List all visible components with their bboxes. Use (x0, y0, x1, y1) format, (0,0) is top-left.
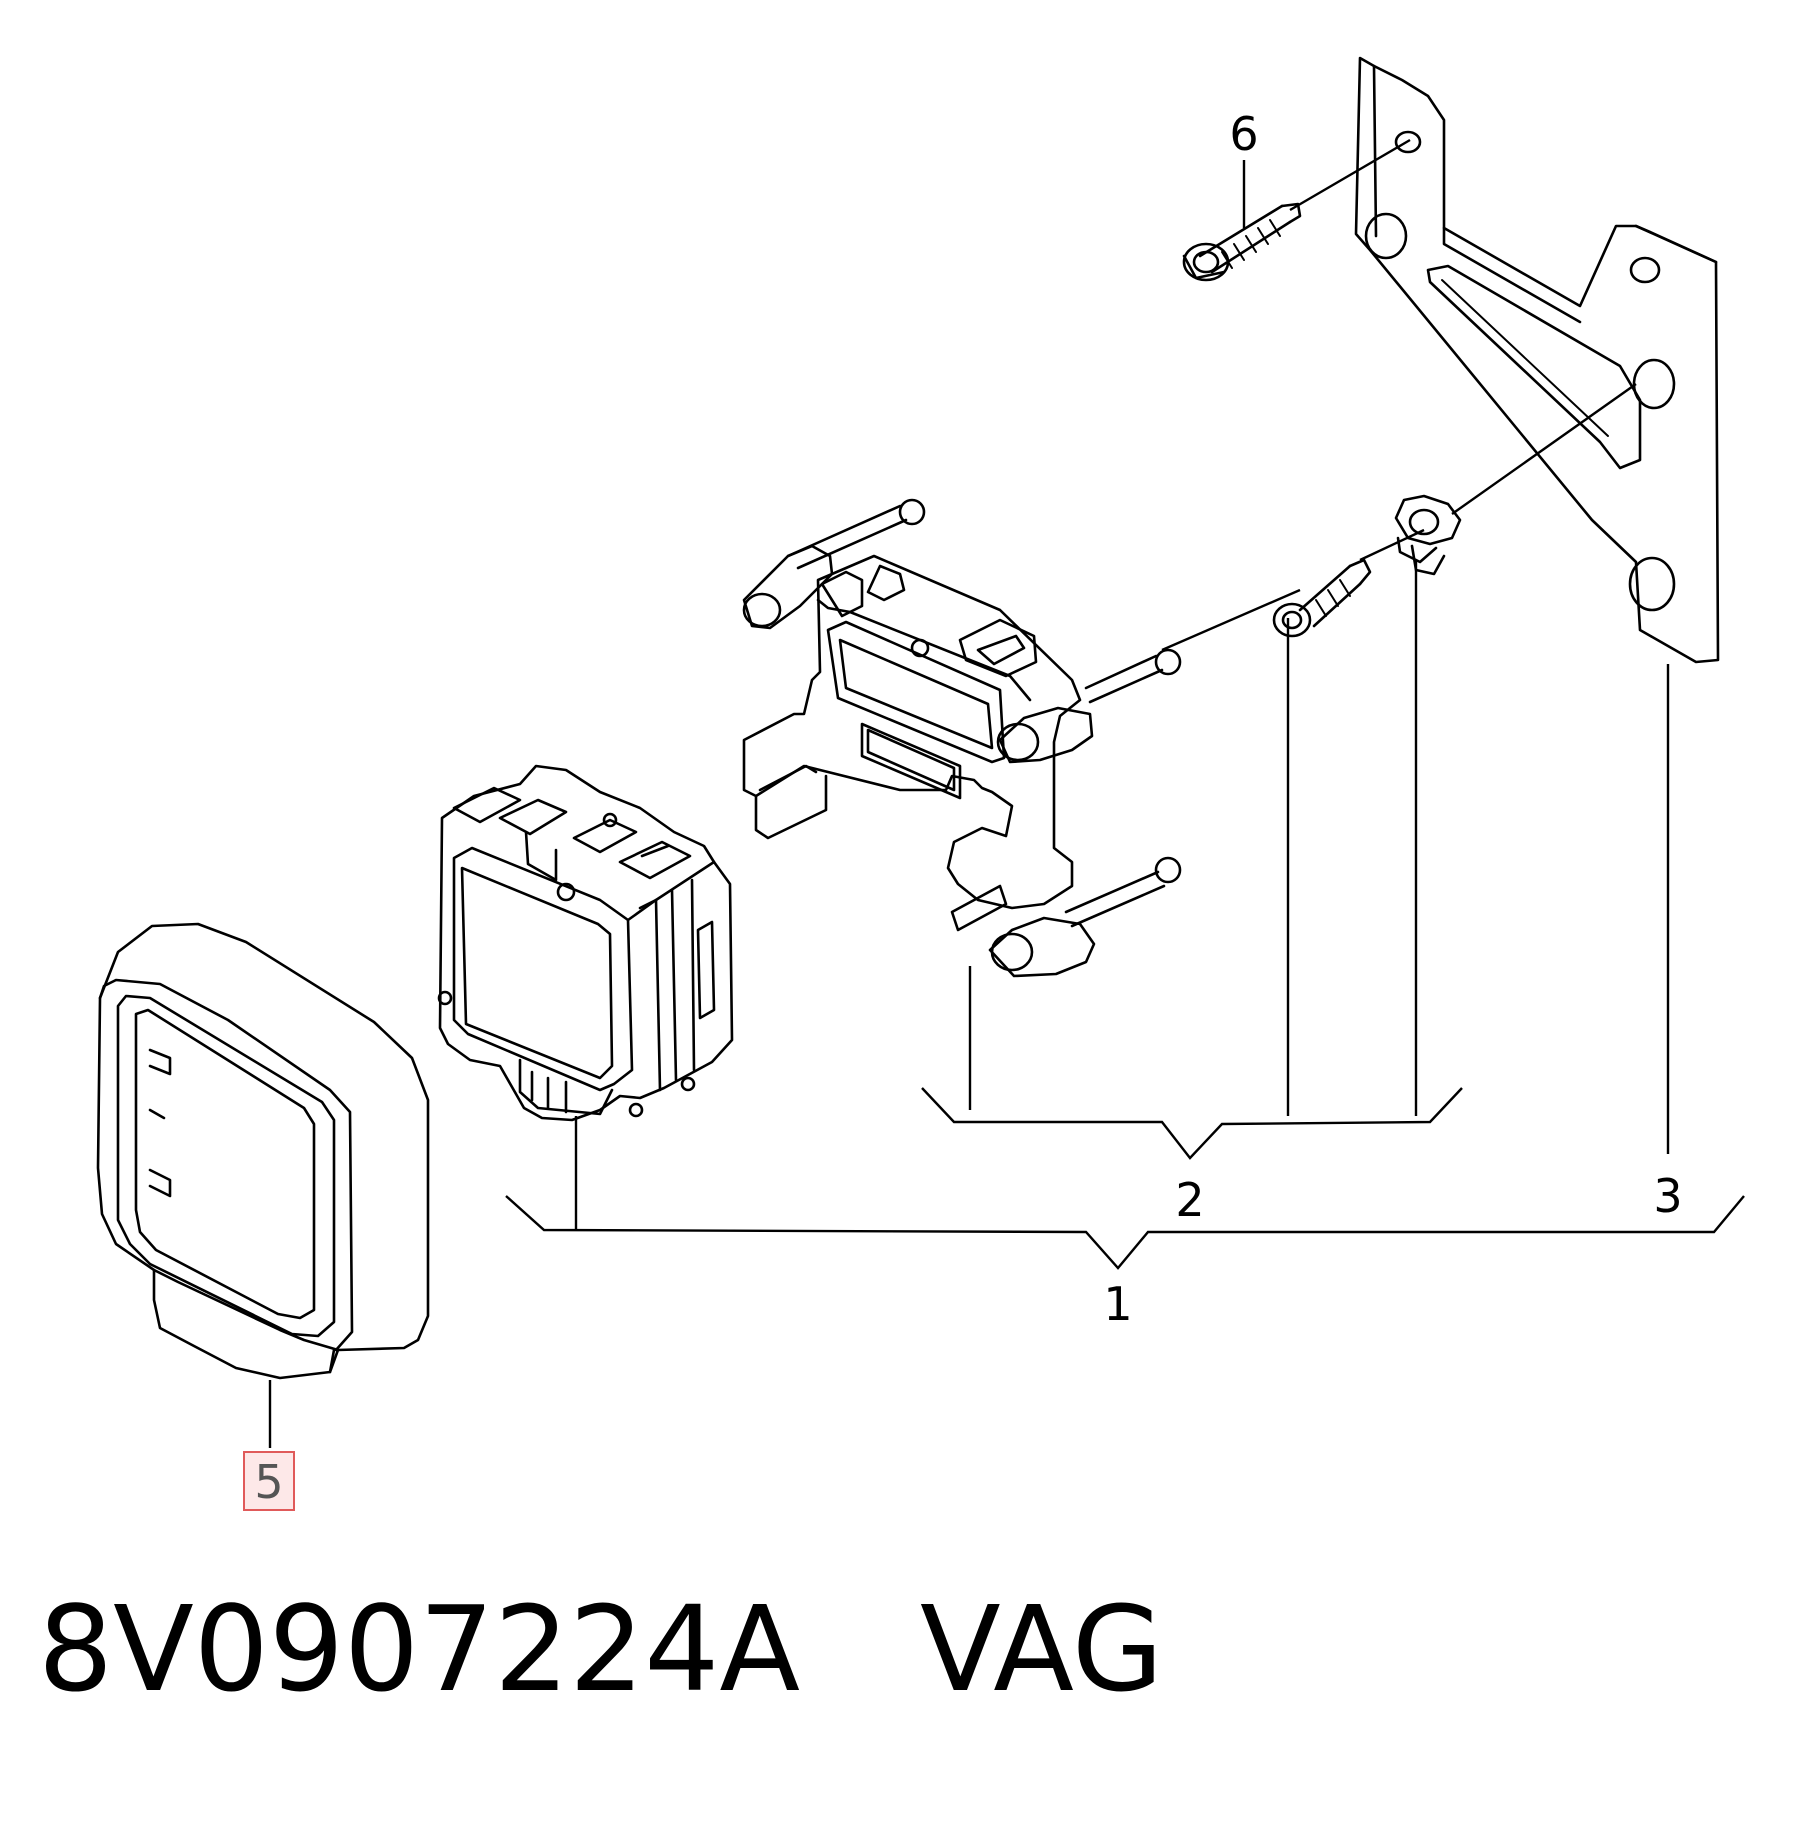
label-part-3[interactable]: 3 (1653, 1169, 1682, 1223)
label-part-5[interactable]: 5 (254, 1455, 283, 1509)
trim-frame-part-5[interactable] (96, 922, 430, 1380)
radar-sensor-module[interactable] (437, 764, 734, 1122)
leader-lines (268, 138, 1745, 1448)
screw-part-6[interactable] (1182, 202, 1302, 282)
part-number: 8V0907224A (38, 1580, 801, 1718)
mounting-bracket[interactable] (1354, 56, 1720, 664)
brand-name: VAG (920, 1580, 1164, 1718)
label-part-1[interactable]: 1 (1103, 1277, 1132, 1331)
screw-part-2[interactable] (1272, 558, 1372, 638)
label-part-2[interactable]: 2 (1175, 1173, 1204, 1227)
label-part-6[interactable]: 6 (1229, 107, 1258, 161)
clip-nut[interactable] (1394, 494, 1462, 576)
sensor-holder-bracket[interactable] (742, 498, 1182, 978)
highlight-box-part-5 (243, 1451, 295, 1511)
